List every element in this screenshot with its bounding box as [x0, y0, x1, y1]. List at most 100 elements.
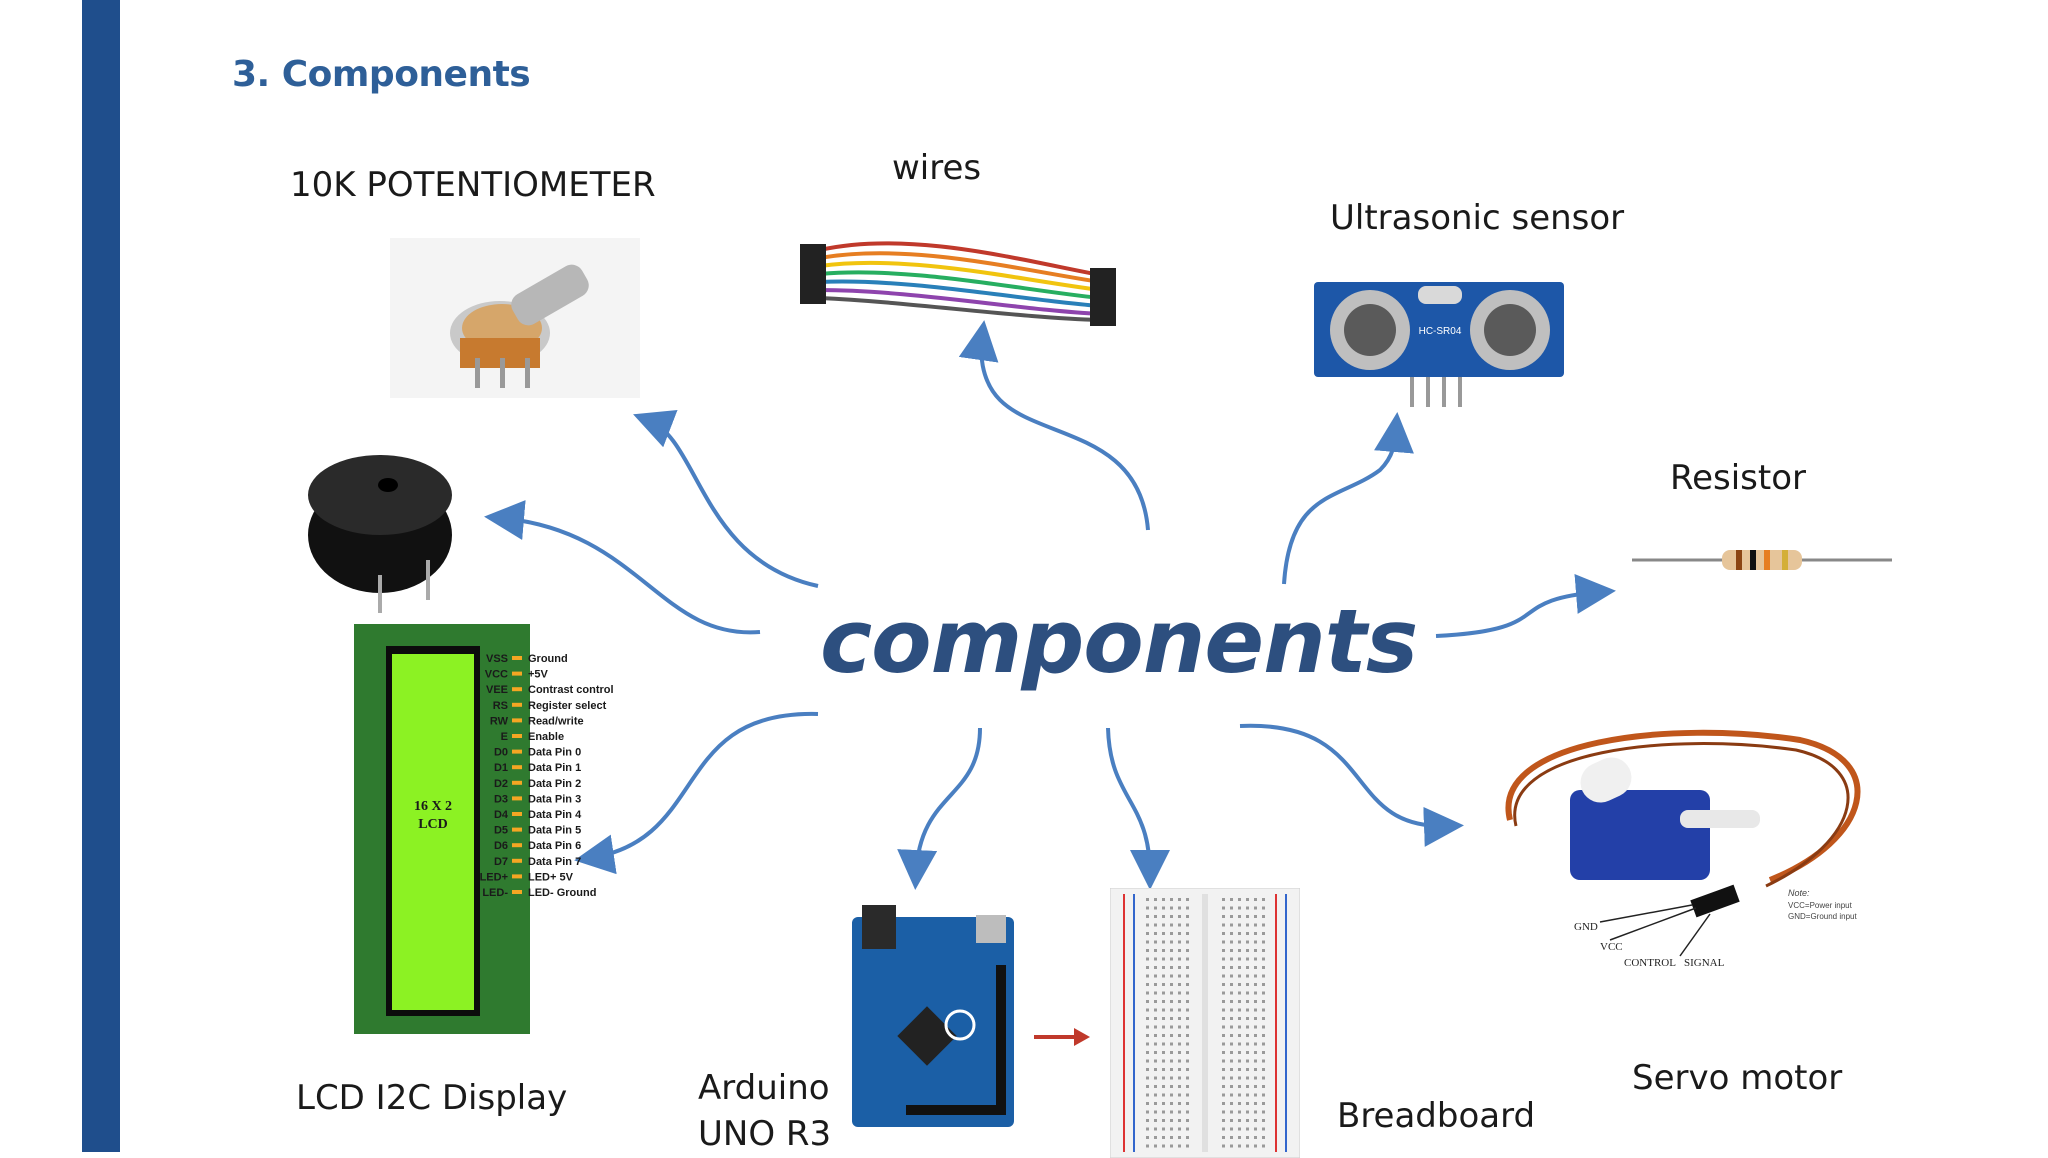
breadboard-hole: [1222, 1119, 1225, 1122]
breadboard-hole: [1262, 1034, 1265, 1037]
breadboard-hole: [1246, 923, 1249, 927]
breadboard-hole: [1170, 1059, 1173, 1063]
breadboard-hole: [1154, 1119, 1157, 1122]
breadboard-hole: [1178, 949, 1181, 952]
lcd-pin-name: D5: [494, 825, 508, 837]
breadboard-hole: [1254, 1102, 1257, 1105]
breadboard-hole: [1170, 1102, 1173, 1105]
breadboard-hole: [1154, 906, 1157, 910]
breadboard-hole: [1154, 983, 1157, 986]
breadboard-hole: [1146, 1042, 1149, 1046]
breadboard-hole: [1146, 991, 1149, 995]
breadboard-hole: [1262, 1102, 1265, 1105]
breadboard-hole: [1238, 991, 1241, 995]
breadboard-hole: [1222, 1059, 1225, 1063]
breadboard-hole: [1254, 1136, 1257, 1139]
servo-note-line-1: VCC=Power input: [1788, 901, 1853, 910]
breadboard-hole: [1178, 915, 1181, 918]
breadboard-hole: [1178, 1008, 1181, 1012]
breadboard-hole: [1254, 932, 1257, 935]
breadboard-hole: [1246, 1102, 1249, 1105]
breadboard-hole: [1246, 1051, 1249, 1054]
breadboard-hole: [1186, 974, 1189, 978]
lcd-pin-name: LED+: [480, 871, 508, 883]
breadboard-hole: [1246, 974, 1249, 978]
breadboard-hole: [1186, 932, 1189, 935]
breadboard-hole: [1178, 1076, 1181, 1080]
breadboard-hole: [1186, 1042, 1189, 1046]
breadboard-hole: [1186, 1102, 1189, 1105]
lcd-pin-marker: [512, 656, 522, 660]
breadboard-hole: [1186, 1076, 1189, 1080]
breadboard-hole: [1178, 1025, 1181, 1029]
breadboard-hole: [1170, 1110, 1173, 1114]
lcd-pin-name: D0: [494, 747, 508, 759]
breadboard-hole: [1254, 1025, 1257, 1029]
breadboard-hole: [1238, 1042, 1241, 1046]
breadboard-hole: [1146, 1093, 1149, 1097]
breadboard-hole: [1262, 1059, 1265, 1063]
breadboard-hole: [1254, 1034, 1257, 1037]
arrow-to-servo: [1239, 723, 1464, 847]
breadboard-hole: [1154, 991, 1157, 995]
breadboard-hole: [1154, 1076, 1157, 1080]
breadboard-hole: [1254, 1008, 1257, 1012]
breadboard-hole: [1262, 1068, 1265, 1071]
breadboard-hole: [1170, 898, 1173, 901]
breadboard-hole: [1254, 991, 1257, 995]
breadboard-hole: [1238, 957, 1241, 961]
breadboard-hole: [1146, 932, 1149, 935]
breadboard-hole: [1238, 1017, 1241, 1020]
breadboard-hole: [1262, 1051, 1265, 1054]
breadboard-hole: [1246, 1034, 1249, 1037]
breadboard-hole: [1254, 1119, 1257, 1122]
breadboard-hole: [1222, 1144, 1225, 1148]
breadboard-hole: [1246, 932, 1249, 935]
breadboard-hole: [1154, 974, 1157, 978]
lcd-pin-desc: Data Pin 4: [528, 809, 582, 821]
lcd-pin-name: RS: [493, 700, 508, 712]
lcd-pin-desc: Data Pin 7: [528, 856, 581, 868]
servo-wire-label-gnd: GND: [1574, 921, 1598, 933]
lcd-pin-marker: [512, 874, 522, 879]
breadboard-hole: [1246, 983, 1249, 986]
breadboard-hole: [1262, 1144, 1265, 1148]
breadboard-hole: [1238, 906, 1241, 910]
breadboard-hole: [1262, 898, 1265, 901]
breadboard-hole: [1254, 983, 1257, 986]
lcd-pin-marker: [512, 812, 522, 816]
breadboard-hole: [1254, 898, 1257, 901]
breadboard-hole: [1178, 940, 1181, 944]
potentiometer-image: [390, 238, 640, 398]
breadboard-hole: [1238, 1051, 1241, 1054]
breadboard-hole: [1230, 1093, 1233, 1097]
breadboard-hole: [1238, 898, 1241, 901]
breadboard-hole: [1262, 1025, 1265, 1029]
breadboard-hole: [1262, 1042, 1265, 1046]
breadboard-hole: [1230, 1127, 1233, 1131]
breadboard-hole: [1186, 1059, 1189, 1063]
breadboard-hole: [1154, 1093, 1157, 1097]
breadboard-hole: [1262, 1119, 1265, 1122]
breadboard-hole: [1146, 1068, 1149, 1071]
breadboard-hole: [1186, 1119, 1189, 1122]
breadboard-hole: [1178, 906, 1181, 910]
breadboard-hole: [1254, 1085, 1257, 1088]
arrow-to-arduino: [897, 727, 982, 890]
breadboard-hole: [1146, 1102, 1149, 1105]
arrow-to-ultrasonic: [1282, 412, 1414, 585]
breadboard-hole: [1186, 957, 1189, 961]
breadboard-hole: [1230, 1085, 1233, 1088]
breadboard-hole: [1178, 1110, 1181, 1114]
breadboard-hole: [1170, 940, 1173, 944]
breadboard-hole: [1170, 906, 1173, 910]
breadboard-hole: [1146, 1136, 1149, 1139]
lcd-pin-marker: [512, 858, 522, 863]
breadboard-hole: [1222, 1008, 1225, 1012]
arrow-to-buzzer: [484, 500, 761, 635]
breadboard-hole: [1246, 1000, 1249, 1003]
lcd-screen-text-1: 16 X 2: [414, 799, 452, 814]
arrow-to-resistor: [1435, 573, 1616, 638]
breadboard-hole: [1246, 957, 1249, 961]
